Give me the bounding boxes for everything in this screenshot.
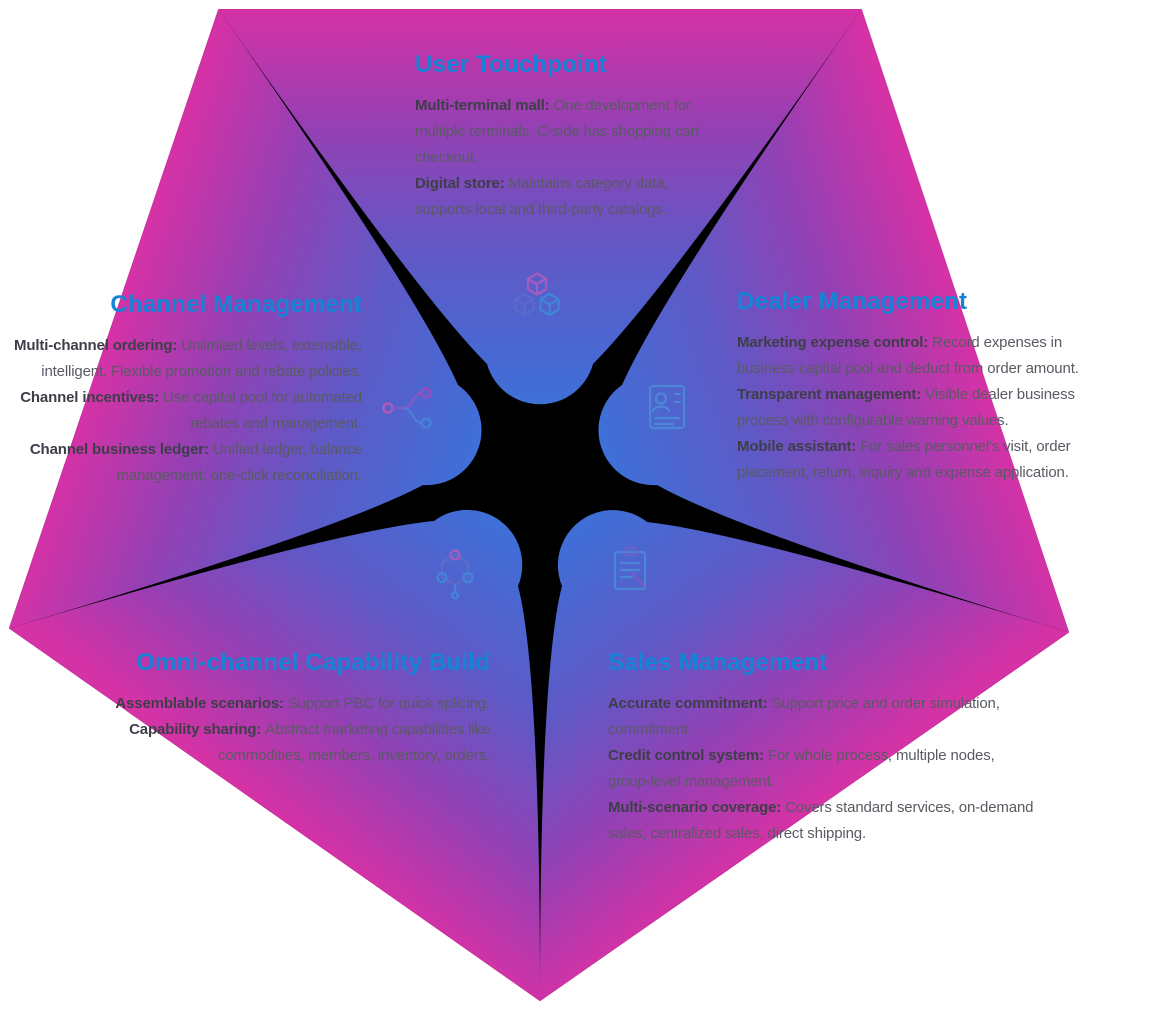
section-omni-channel-capability: Omni-channel Capability Build Assemblabl… bbox=[78, 648, 490, 769]
feature-label: Marketing expense control: bbox=[737, 334, 929, 351]
feature-text: Maintains category data, supports local … bbox=[415, 175, 669, 218]
feature-text: Visible dealer business process with con… bbox=[737, 386, 1075, 429]
section-title: Omni-channel Capability Build bbox=[136, 649, 490, 676]
feature-item: Multi-terminal mall:One development for … bbox=[415, 93, 715, 171]
feature-label: Digital store: bbox=[415, 175, 505, 192]
feature-text: One development for multiple terminals. … bbox=[415, 97, 700, 166]
cubes-icon bbox=[514, 272, 560, 317]
petal-omni-channel bbox=[10, 509, 540, 1000]
feature-label: Accurate commitment: bbox=[608, 695, 768, 712]
feature-label: Mobile assistant: bbox=[737, 438, 857, 455]
petal-sales-management bbox=[540, 510, 1068, 1000]
petal-dealer-management bbox=[598, 10, 1068, 632]
feature-label: Multi-channel ordering: bbox=[14, 337, 178, 354]
feature-item: Multi-scenario coverage:Covers standard … bbox=[608, 795, 1040, 847]
feature-label: Channel business ledger: bbox=[29, 441, 209, 458]
section-title: Sales Management bbox=[608, 649, 828, 676]
feature-text: Use capital pool for automated rebates a… bbox=[163, 389, 362, 432]
feature-item: Transparent management:Visible dealer bu… bbox=[737, 382, 1121, 434]
feature-item: Capability sharing:Abstract marketing ca… bbox=[78, 717, 490, 769]
feature-label: Assemblable scenarios: bbox=[115, 695, 284, 712]
feature-text: Record expenses in business capital pool… bbox=[737, 334, 1079, 377]
feature-label: Channel incentives: bbox=[20, 389, 160, 406]
petal-channel-management bbox=[10, 10, 482, 628]
feature-text: Abstract marketing capabilities like com… bbox=[217, 721, 490, 764]
feature-item: Accurate commitment:Support price and or… bbox=[608, 691, 1040, 743]
feature-item: Marketing expense control:Record expense… bbox=[737, 330, 1121, 382]
feature-label: Multi-terminal mall: bbox=[415, 97, 550, 114]
section-dealer-management: Dealer Management Marketing expense cont… bbox=[737, 287, 1121, 486]
feature-item: Assemblable scenarios:Support PBC for qu… bbox=[78, 691, 490, 717]
dealer-document-icon bbox=[648, 384, 686, 430]
section-user-touchpoint: User Touchpoint Multi-terminal mall:One … bbox=[415, 50, 715, 223]
molecule-icon bbox=[436, 549, 474, 600]
feature-text: Support price and order simulation, comm… bbox=[608, 695, 1000, 738]
section-title: Channel Management bbox=[110, 291, 362, 318]
feature-item: Digital store:Maintains category data, s… bbox=[415, 171, 715, 223]
fork-branch-icon bbox=[382, 387, 432, 429]
feature-text: Support PBC for quick splicing. bbox=[287, 695, 490, 712]
feature-text: For whole process, multiple nodes, group… bbox=[608, 747, 995, 790]
feature-text: Unlimited levels, extensible, intelligen… bbox=[41, 337, 362, 380]
feature-text: Unified ledger, balance management, one-… bbox=[116, 441, 363, 484]
section-title: User Touchpoint bbox=[415, 51, 607, 78]
feature-label: Multi-scenario coverage: bbox=[608, 799, 782, 816]
feature-item: Multi-channel ordering:Unlimited levels,… bbox=[12, 333, 362, 385]
petal-user-touchpoint bbox=[219, 10, 861, 405]
feature-item: Mobile assistant:For sales personnel's v… bbox=[737, 434, 1121, 486]
feature-item: Channel business ledger:Unified ledger, … bbox=[12, 437, 362, 489]
feature-label: Transparent management: bbox=[737, 386, 922, 403]
feature-label: Capability sharing: bbox=[129, 721, 262, 738]
clipboard-checklist-icon bbox=[613, 546, 647, 591]
feature-label: Credit control system: bbox=[608, 747, 764, 764]
section-sales-management: Sales Management Accurate commitment:Sup… bbox=[608, 648, 1040, 847]
feature-item: Credit control system:For whole process,… bbox=[608, 743, 1040, 795]
feature-text: For sales personnel's visit, order place… bbox=[737, 438, 1071, 481]
section-channel-management: Channel Management Multi-channel orderin… bbox=[12, 290, 362, 489]
feature-item: Channel incentives:Use capital pool for … bbox=[12, 385, 362, 437]
feature-text: Covers standard services, on-demand sale… bbox=[608, 799, 1034, 842]
section-title: Dealer Management bbox=[737, 288, 968, 315]
